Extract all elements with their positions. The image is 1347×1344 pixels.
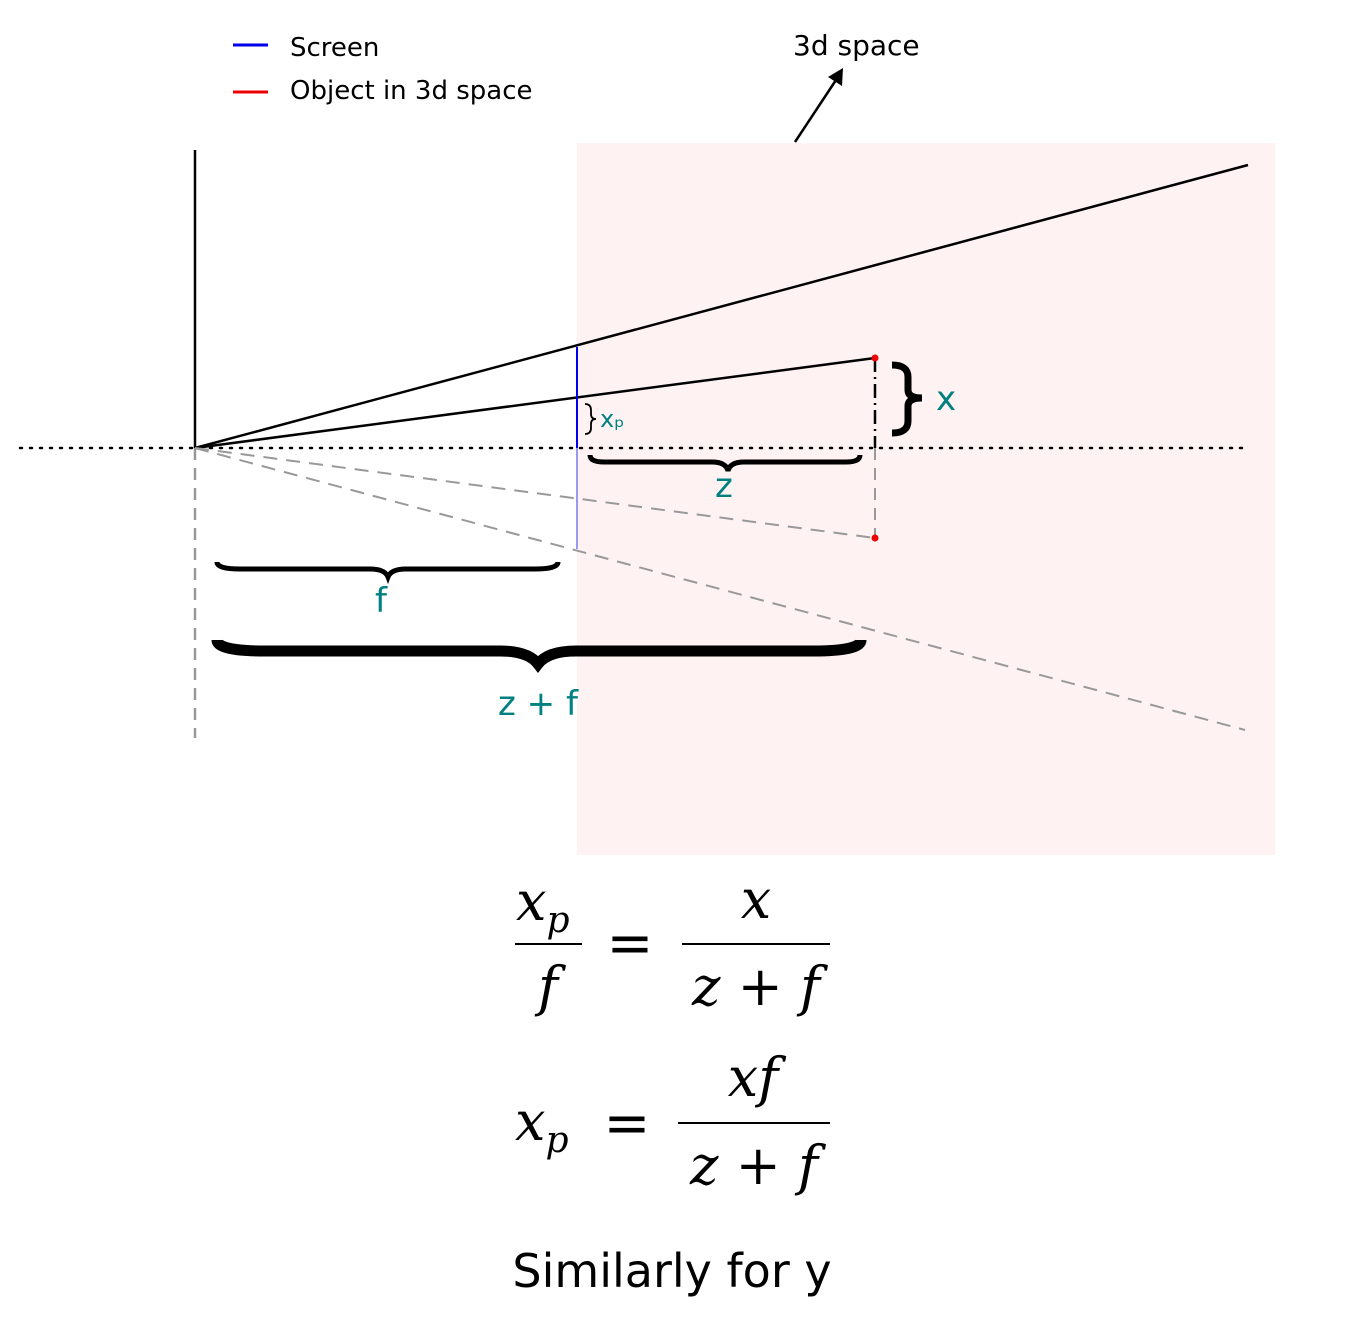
fov-lower-ray — [194, 447, 1246, 731]
x-label: x — [936, 379, 956, 419]
xp-brace — [584, 403, 597, 435]
f-brace — [214, 561, 561, 585]
3d-space-arrow-head — [828, 68, 843, 86]
footer-text: Similarly for y — [512, 1244, 831, 1298]
xp-label: xₚ — [600, 405, 624, 433]
object-ray — [194, 356, 876, 450]
legend-object-label: Object in 3d space — [290, 76, 533, 106]
x-brace — [891, 361, 923, 437]
3d-space-arrow-shaft — [793, 79, 838, 143]
3d-space-region — [577, 143, 1275, 855]
z-label: z — [715, 466, 733, 506]
object-bottom-point — [871, 534, 879, 542]
object-top-point — [871, 354, 879, 362]
zf-label: z + f — [498, 684, 579, 724]
eq2-rhs-numerator: xf — [728, 1046, 786, 1109]
equation-1: xp f = x z + f — [515, 868, 830, 1018]
eq1-lhs-numerator: xp — [516, 870, 570, 941]
3d-space-label: 3d space — [793, 29, 920, 62]
eq2-rhs-denominator: z + f — [689, 1134, 826, 1197]
eq1-equals: = — [607, 911, 654, 976]
f-label: f — [375, 581, 388, 621]
eq1-lhs-denominator: f — [534, 955, 566, 1018]
eq1-rhs-numerator: x — [741, 868, 771, 931]
zf-brace — [211, 638, 867, 674]
legend-screen-label: Screen — [290, 33, 379, 63]
eq2-equals: = — [604, 1091, 651, 1156]
z-brace — [587, 454, 863, 472]
eq2-lhs: xp — [515, 1090, 569, 1161]
fov-upper-ray — [194, 163, 1249, 450]
legend: Screen Object in 3d space — [233, 33, 533, 106]
eq1-rhs-denominator: z + f — [691, 955, 828, 1018]
equation-2: xp = xf z + f — [515, 1046, 830, 1197]
